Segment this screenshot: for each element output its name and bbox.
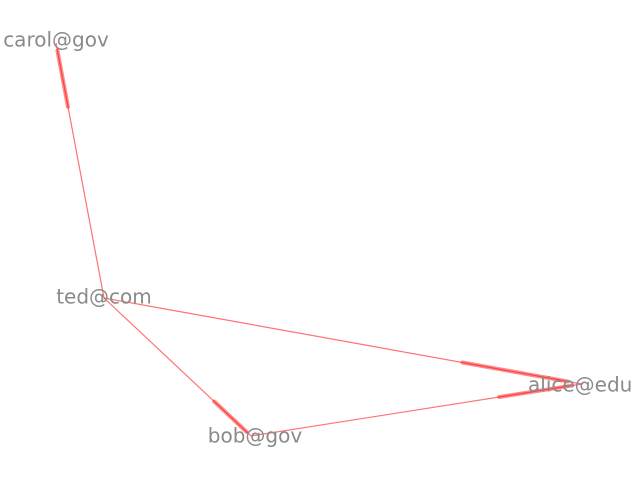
node-label-alice: alice@edu (528, 373, 632, 397)
edge-ted-bob-head (212, 399, 249, 434)
edge-bob-alice (250, 383, 583, 437)
edge-ted-alice-head (460, 360, 570, 384)
edge-ted-bob (103, 297, 252, 437)
node-label-carol: carol@gov (3, 28, 109, 52)
edge-ted-carol-head (55, 48, 70, 109)
edges-layer (55, 42, 583, 437)
edge-ted-alice (103, 297, 583, 385)
edge-ted-carol (55, 42, 105, 299)
node-label-bob: bob@gov (208, 424, 303, 448)
node-label-ted: ted@com (56, 285, 152, 309)
edge-bob-alice-head (497, 383, 575, 399)
labels-layer: carol@gov ted@com alice@edu bob@gov (3, 28, 632, 448)
